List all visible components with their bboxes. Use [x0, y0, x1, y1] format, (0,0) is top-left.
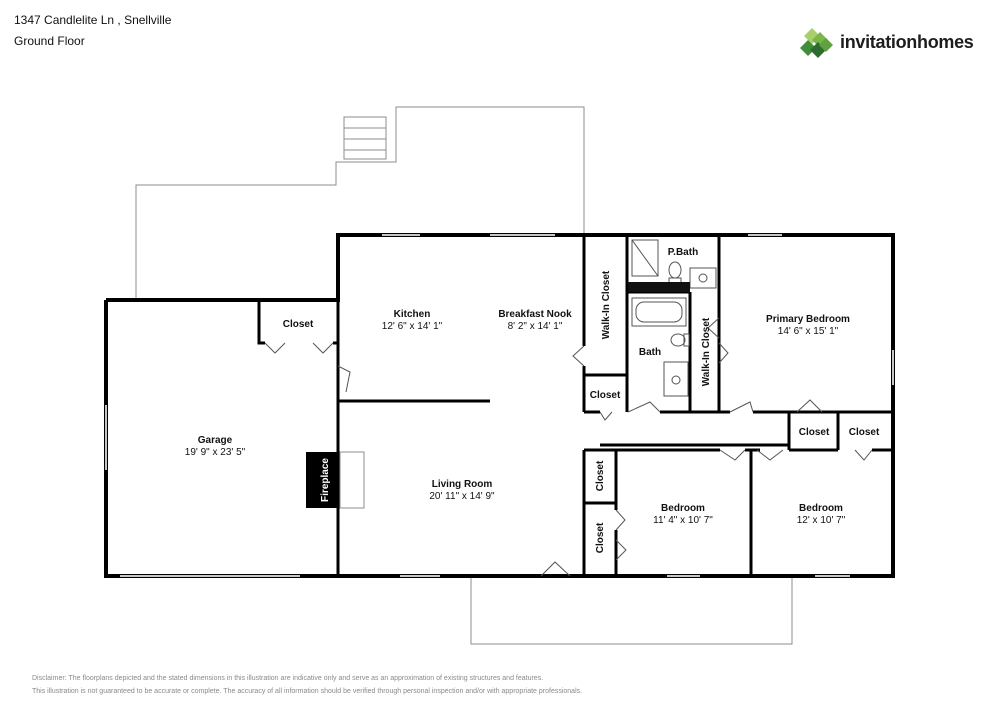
closet-vertical-2-label: Closet — [595, 522, 606, 553]
exterior-walls — [104, 233, 895, 578]
fireplace — [306, 451, 365, 509]
walk-in-closet-2-label: Walk-In Closet — [701, 317, 712, 386]
closet-vertical-1-label: Closet — [595, 460, 606, 491]
disclaimer-line-2: This illustration is not guaranteed to b… — [32, 688, 583, 695]
window-lines — [105, 234, 894, 577]
walk-in-closet-1-label: Walk-In Closet — [601, 270, 612, 339]
pbath-toilet-icon — [668, 261, 682, 285]
bath-toilet-icon — [670, 333, 690, 347]
fireplace-label: Fireplace — [320, 458, 331, 502]
living-room-label: Living Room — [432, 479, 493, 490]
bedroom-1-label: Bedroom — [661, 503, 705, 514]
disclaimer-line-1: Disclaimer: The floorplans depicted and … — [32, 675, 544, 682]
bedroom-2-label: Bedroom — [799, 503, 843, 514]
pbath-shower-icon — [631, 239, 659, 277]
interior-walls — [257, 235, 893, 576]
logo-mark-icon — [800, 28, 833, 58]
pbath-sink-icon — [689, 267, 717, 289]
address-text: 1347 Candlelite Ln , Snellville — [14, 13, 172, 27]
primary-bath-label: P.Bath — [668, 247, 698, 258]
bedroom-2-dimensions: 12' x 10' 7" — [797, 515, 846, 526]
linen-closet-label: Closet — [799, 427, 830, 438]
front-porch-outline — [470, 577, 793, 645]
bath-sink-icon — [663, 361, 689, 397]
living-room-dimensions: 20' 11" x 14' 9" — [429, 491, 495, 502]
bath-label: Bath — [639, 347, 661, 358]
logo-wordmark: invitationhomes — [840, 32, 974, 52]
bath-tub-icon — [631, 297, 687, 327]
kitchen-dimensions: 12' 6" x 14' 1" — [382, 321, 443, 332]
primary-bedroom-dimensions: 14' 6" x 15' 1" — [778, 326, 839, 337]
garage-dimensions: 19' 9" x 23' 5" — [185, 447, 246, 458]
garage-closet-label: Closet — [283, 319, 314, 330]
floor-label: Ground Floor — [14, 34, 85, 48]
hall-closet-label: Closet — [590, 390, 621, 401]
bedroom2-closet-label: Closet — [849, 427, 880, 438]
breakfast-nook-dimensions: 8' 2" x 14' 1" — [508, 321, 563, 332]
invitation-homes-logo: invitationhomes — [798, 26, 978, 62]
pbath-counter — [628, 282, 690, 292]
bedroom-1-dimensions: 11' 4" x 10' 7" — [653, 515, 713, 526]
kitchen-label: Kitchen — [394, 309, 431, 320]
primary-bedroom-label: Primary Bedroom — [766, 314, 850, 325]
deck-outline — [135, 106, 585, 300]
windows — [105, 234, 894, 577]
door-swings — [264, 317, 873, 577]
garage-label: Garage — [198, 435, 233, 446]
breakfast-nook-label: Breakfast Nook — [498, 309, 572, 320]
